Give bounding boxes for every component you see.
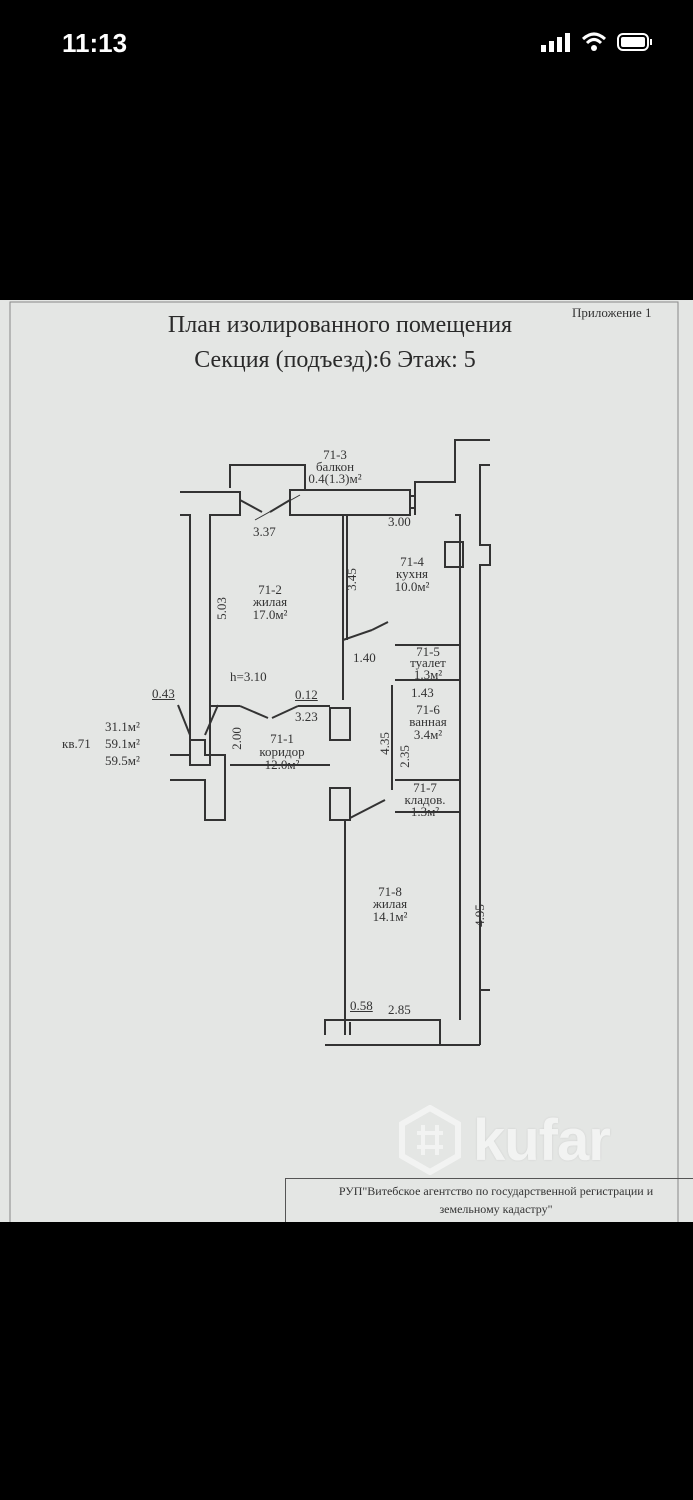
room-id: 71-7 [413, 780, 437, 795]
room-name: жилая [252, 594, 288, 609]
dimension: 0.43 [152, 686, 175, 701]
room-name: кладов. [404, 792, 446, 807]
dimension: 0.58 [350, 998, 373, 1013]
room-area: 12.0м² [264, 757, 300, 772]
room-area: 10.0м² [394, 579, 430, 594]
room-name: туалет [410, 655, 446, 670]
dimension: 3.45 [343, 568, 359, 591]
footer-box: РУП"Витебское агентство по государственн… [285, 1178, 693, 1222]
kufar-logo-icon [399, 1105, 461, 1175]
signal-icon [541, 33, 570, 52]
dimension: 5.03 [213, 597, 229, 620]
room-name: балкон [315, 459, 355, 474]
dimension: 1.43 [411, 685, 434, 700]
battery-icon [617, 33, 652, 51]
kufar-watermark: kufar [395, 1105, 611, 1175]
room-name: ванная [409, 714, 447, 729]
ceiling-height: h=3.10 [230, 669, 267, 684]
appendix-label: Приложение 1 [572, 305, 652, 320]
watermark-text: kufar [473, 1107, 611, 1173]
room-id: 71-1 [270, 731, 294, 746]
room-name: жилая [372, 896, 408, 911]
room-id: 71-2 [258, 582, 282, 597]
room-id: 71-5 [416, 644, 440, 659]
dimension: 0.12 [295, 687, 318, 702]
room-id: 71-8 [378, 884, 402, 899]
floor-plan-drawing [9, 301, 679, 1222]
dimension: 4.95 [471, 904, 487, 927]
room-area: 3.4м² [413, 727, 443, 742]
apartment-living-area: 31.1м² [105, 719, 140, 734]
status-time: 11:13 [62, 28, 128, 58]
room-id: 71-6 [416, 702, 440, 717]
status-bar: 11:13 [0, 0, 693, 90]
room-area: 1.3м² [413, 667, 443, 682]
room-area: 17.0м² [252, 607, 288, 622]
dimension: 2.85 [388, 1002, 411, 1017]
dimension: 3.37 [253, 524, 276, 539]
dimension: 3.23 [295, 709, 318, 724]
dimension: 2.00 [228, 727, 244, 750]
apartment-label: кв.71 [62, 736, 91, 751]
room-area: 0.4(1.3)м² [308, 471, 362, 486]
apartment-full-area: 59.5м² [105, 753, 140, 768]
dimension: 3.00 [388, 514, 411, 529]
apartment-total-area: 59.1м² [105, 736, 140, 751]
room-name: кухня [395, 566, 429, 581]
floor-plan-photo[interactable]: План изолированного помещения Секция (по… [0, 300, 693, 1222]
dimension: 2.35 [396, 745, 412, 768]
wifi-icon [581, 32, 607, 51]
room-name: коридор [259, 744, 305, 759]
room-id: 71-3 [323, 447, 347, 462]
room-area: 1.3м² [410, 804, 440, 819]
plan-title: План изолированного помещения [167, 312, 513, 338]
plan-subtitle: Секция (подъезд):6 Этаж: 5 [194, 347, 476, 373]
room-id: 71-4 [400, 554, 424, 569]
dimension: 1.40 [353, 650, 376, 665]
footer-line: РУП"Витебское агентство по государственн… [338, 1184, 654, 1198]
dimension: 4.35 [376, 732, 392, 755]
room-area: 14.1м² [372, 909, 408, 924]
footer-line: земельному кадастру" [439, 1202, 553, 1216]
